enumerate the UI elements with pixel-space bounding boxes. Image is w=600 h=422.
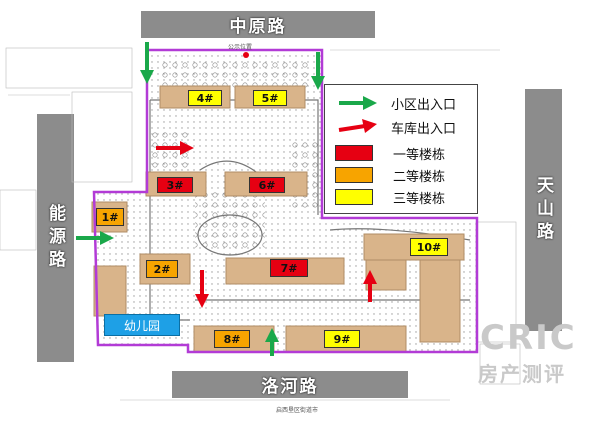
building-5-label: 5# [253,90,287,106]
legend-entrance: 小区出入口 [335,93,456,113]
red-arrow-icon [338,119,377,133]
legend-second-text: 二等楼栋 [393,169,446,185]
legend-third: 三等楼栋 [335,187,445,207]
note-top: 公示位置 [228,44,253,51]
building-3-label: 3# [157,177,193,193]
road-nengyuan: 能源路 [37,114,74,362]
legend-second: 二等楼栋 [335,165,445,185]
first-class-swatch [335,145,373,161]
building-8-label: 8# [214,330,250,348]
green-arrow-icon [339,96,377,110]
building-7-label: 7# [270,259,308,277]
building-4-label: 4# [188,90,222,106]
legend: 小区出入口 车库出入口 一等楼栋 二等楼栋 三等楼栋 [324,84,478,214]
building-6-label: 6# [249,177,285,193]
legend-third-text: 三等楼栋 [393,191,446,207]
building-2-label: 2# [146,260,178,278]
legend-garage: 车库出入口 [335,117,456,137]
legend-first: 一等楼栋 [335,143,445,163]
note-bottom: 启西垦区街道市 [276,407,319,414]
legend-first-text: 一等楼栋 [393,147,446,163]
site-boundary [92,48,479,354]
second-class-swatch [335,167,373,183]
building-10-label: 10# [410,238,448,256]
road-zhongyuan: 中原路 [141,11,375,38]
legend-entrance-text: 小区出入口 [391,97,457,113]
legend-garage-text: 车库出入口 [391,121,457,137]
road-tianshan: 天山路 [525,89,562,331]
watermark-sub: 房产测评 [478,362,566,386]
building-9-label: 9# [324,330,360,348]
watermark-brand: CRIC [480,318,577,358]
kindergarten-label: 幼儿园 [104,314,180,336]
third-class-swatch [335,189,373,205]
road-luohe: 洛河路 [172,371,408,398]
building-1-label: 1# [96,208,124,226]
